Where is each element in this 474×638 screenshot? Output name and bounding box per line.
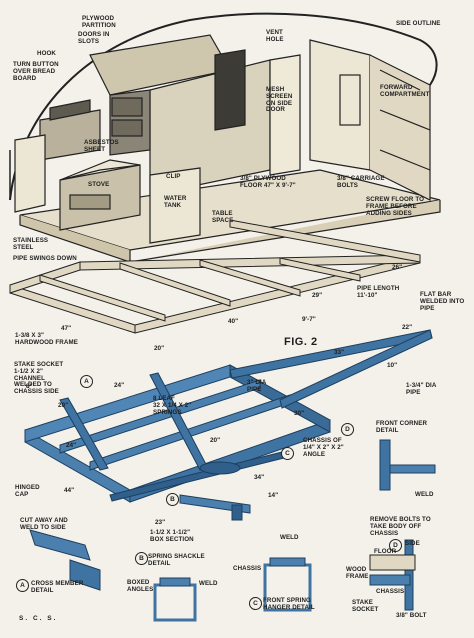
clip-label: CLIP xyxy=(166,173,181,180)
stake-socket-label: STAKE SOCKET 1-1/2 X 2" CHANNEL WELDED T… xyxy=(14,361,64,396)
dim-26: 26" xyxy=(392,264,403,271)
box-section-label: 1-1/2 X 1-1/2" BOX SECTION xyxy=(150,529,194,543)
dim-33: 33" xyxy=(334,349,345,356)
weld-b-label: WELD xyxy=(199,580,218,587)
weld-c-label: WELD xyxy=(280,534,299,541)
vent-hole-label: VENT HOLE xyxy=(266,29,284,43)
table-space-label: TABLE SPACE xyxy=(212,210,234,224)
hinged-cap-label: HINGED CAP xyxy=(15,484,40,498)
spring-shackle-label: SPRING SHACKLE DETAIL xyxy=(148,553,205,567)
side-outline-label: SIDE OUTLINE xyxy=(396,20,441,27)
trailer-body xyxy=(9,12,441,263)
side-d-label: SIDE xyxy=(405,540,420,547)
dim-22: 22" xyxy=(402,324,413,331)
dia-pipe-3-label: 3" DIA PIPE xyxy=(247,379,267,393)
floor-d-label: FLOOR xyxy=(374,548,397,555)
dim-29: 29" xyxy=(312,292,323,299)
turn-button-label: TURN BUTTON OVER BREAD BOARD xyxy=(13,61,59,82)
dim-20-wood: 20" xyxy=(154,345,165,352)
wood-frame-d-label: WOOD FRAME xyxy=(346,566,369,580)
dim-14: 14" xyxy=(268,492,279,499)
dim-44: 44" xyxy=(64,487,75,494)
dim-8: 8" xyxy=(26,383,33,390)
dim-9-7: 9'-7" xyxy=(302,316,316,323)
flat-bar-label: FLAT BAR WELDED INTO PIPE xyxy=(420,291,465,312)
dim-34: 34" xyxy=(254,474,265,481)
signature: S. C. S. xyxy=(19,615,58,622)
boxed-angles-label: BOXED ANGLES xyxy=(127,579,154,593)
callout-b-chassis: B xyxy=(166,493,179,506)
dia-pipe-134-label: 1-3/4" DIA PIPE xyxy=(406,382,437,396)
chassis-c-label: CHASSIS xyxy=(233,565,262,572)
callout-c-chassis: C xyxy=(281,447,294,460)
steel-chassis xyxy=(24,329,433,521)
remove-bolts-label: REMOVE BOLTS TO TAKE BODY OFF CHASSIS xyxy=(370,516,431,537)
dim-47: 47" xyxy=(61,325,72,332)
pipe-swings-label: PIPE SWINGS DOWN xyxy=(13,255,77,262)
stove-label: STOVE xyxy=(88,181,110,188)
dim-24-a: 24" xyxy=(114,382,125,389)
plywood-partition-label: PLYWOOD PARTITION xyxy=(82,15,116,29)
callout-a-detail: A xyxy=(16,579,29,592)
asbestos-sheet-label: ASBESTOS SHEET xyxy=(84,139,119,153)
dim-23: 23" xyxy=(155,519,166,526)
callout-a-chassis: A xyxy=(80,375,93,388)
mesh-screen-label: MESH SCREEN ON SIDE DOOR xyxy=(266,86,293,114)
dim-30: 30" xyxy=(294,410,305,417)
figure-label: FIG. 2 xyxy=(284,336,318,348)
callout-d-chassis: D xyxy=(341,423,354,436)
springs-label: 8 LEAF 32 X 1/4 X 2" SPRINGS xyxy=(153,395,192,416)
dim-40: 40" xyxy=(228,318,239,325)
hardwood-frame xyxy=(9,219,421,334)
weld-corner-label: WELD xyxy=(415,491,434,498)
dim-20-a: 20" xyxy=(58,402,69,409)
dim-20-b: 20" xyxy=(210,437,221,444)
stake-socket-d-label: STAKE SOCKET xyxy=(352,599,379,613)
callout-c-detail: C xyxy=(249,597,262,610)
carriage-bolts-label: 3/8" CARRIAGE BOLTS xyxy=(337,175,385,189)
stainless-steel-label: STAINLESS STEEL xyxy=(13,237,49,251)
hook-label: HOOK xyxy=(37,50,56,57)
bolt-d-label: 3/8" BOLT xyxy=(396,612,427,619)
callout-b-detail: B xyxy=(135,552,148,565)
front-spring-hanger-label: FRONT SPRING HANGER DETAIL xyxy=(263,597,315,611)
dim-24-b: 24" xyxy=(66,442,77,449)
forward-compartment-label: FORWARD COMPARTMENT xyxy=(380,84,430,98)
cross-member-detail-label: CROSS MEMBER DETAIL xyxy=(31,580,84,594)
cut-away-label: CUT AWAY AND WELD TO SIDE xyxy=(20,517,68,531)
callout-d-detail: D xyxy=(389,539,402,552)
water-tank-label: WATER TANK xyxy=(164,195,187,209)
front-corner-label: FRONT CORNER DETAIL xyxy=(376,420,428,434)
detail-drawings xyxy=(29,439,436,622)
doors-in-slots-label: DOORS IN SLOTS xyxy=(78,31,110,45)
chassis-angle-label: CHASSIS OF 1/4" X 2" X 2" ANGLE xyxy=(303,437,344,458)
chassis-d-label: CHASSIS xyxy=(376,588,405,595)
screw-floor-label: SCREW FLOOR TO FRAME BEFORE ADDING SIDES xyxy=(366,196,425,217)
plywood-floor-label: 3/8" PLYWOOD FLOOR 47" X 9'-7" xyxy=(240,175,296,189)
hardwood-frame-label: 1-3/8 X 3" HARDWOOD FRAME xyxy=(15,332,78,346)
dim-10: 10" xyxy=(387,362,398,369)
pipe-length-label: PIPE LENGTH 11'-10" xyxy=(357,285,400,299)
